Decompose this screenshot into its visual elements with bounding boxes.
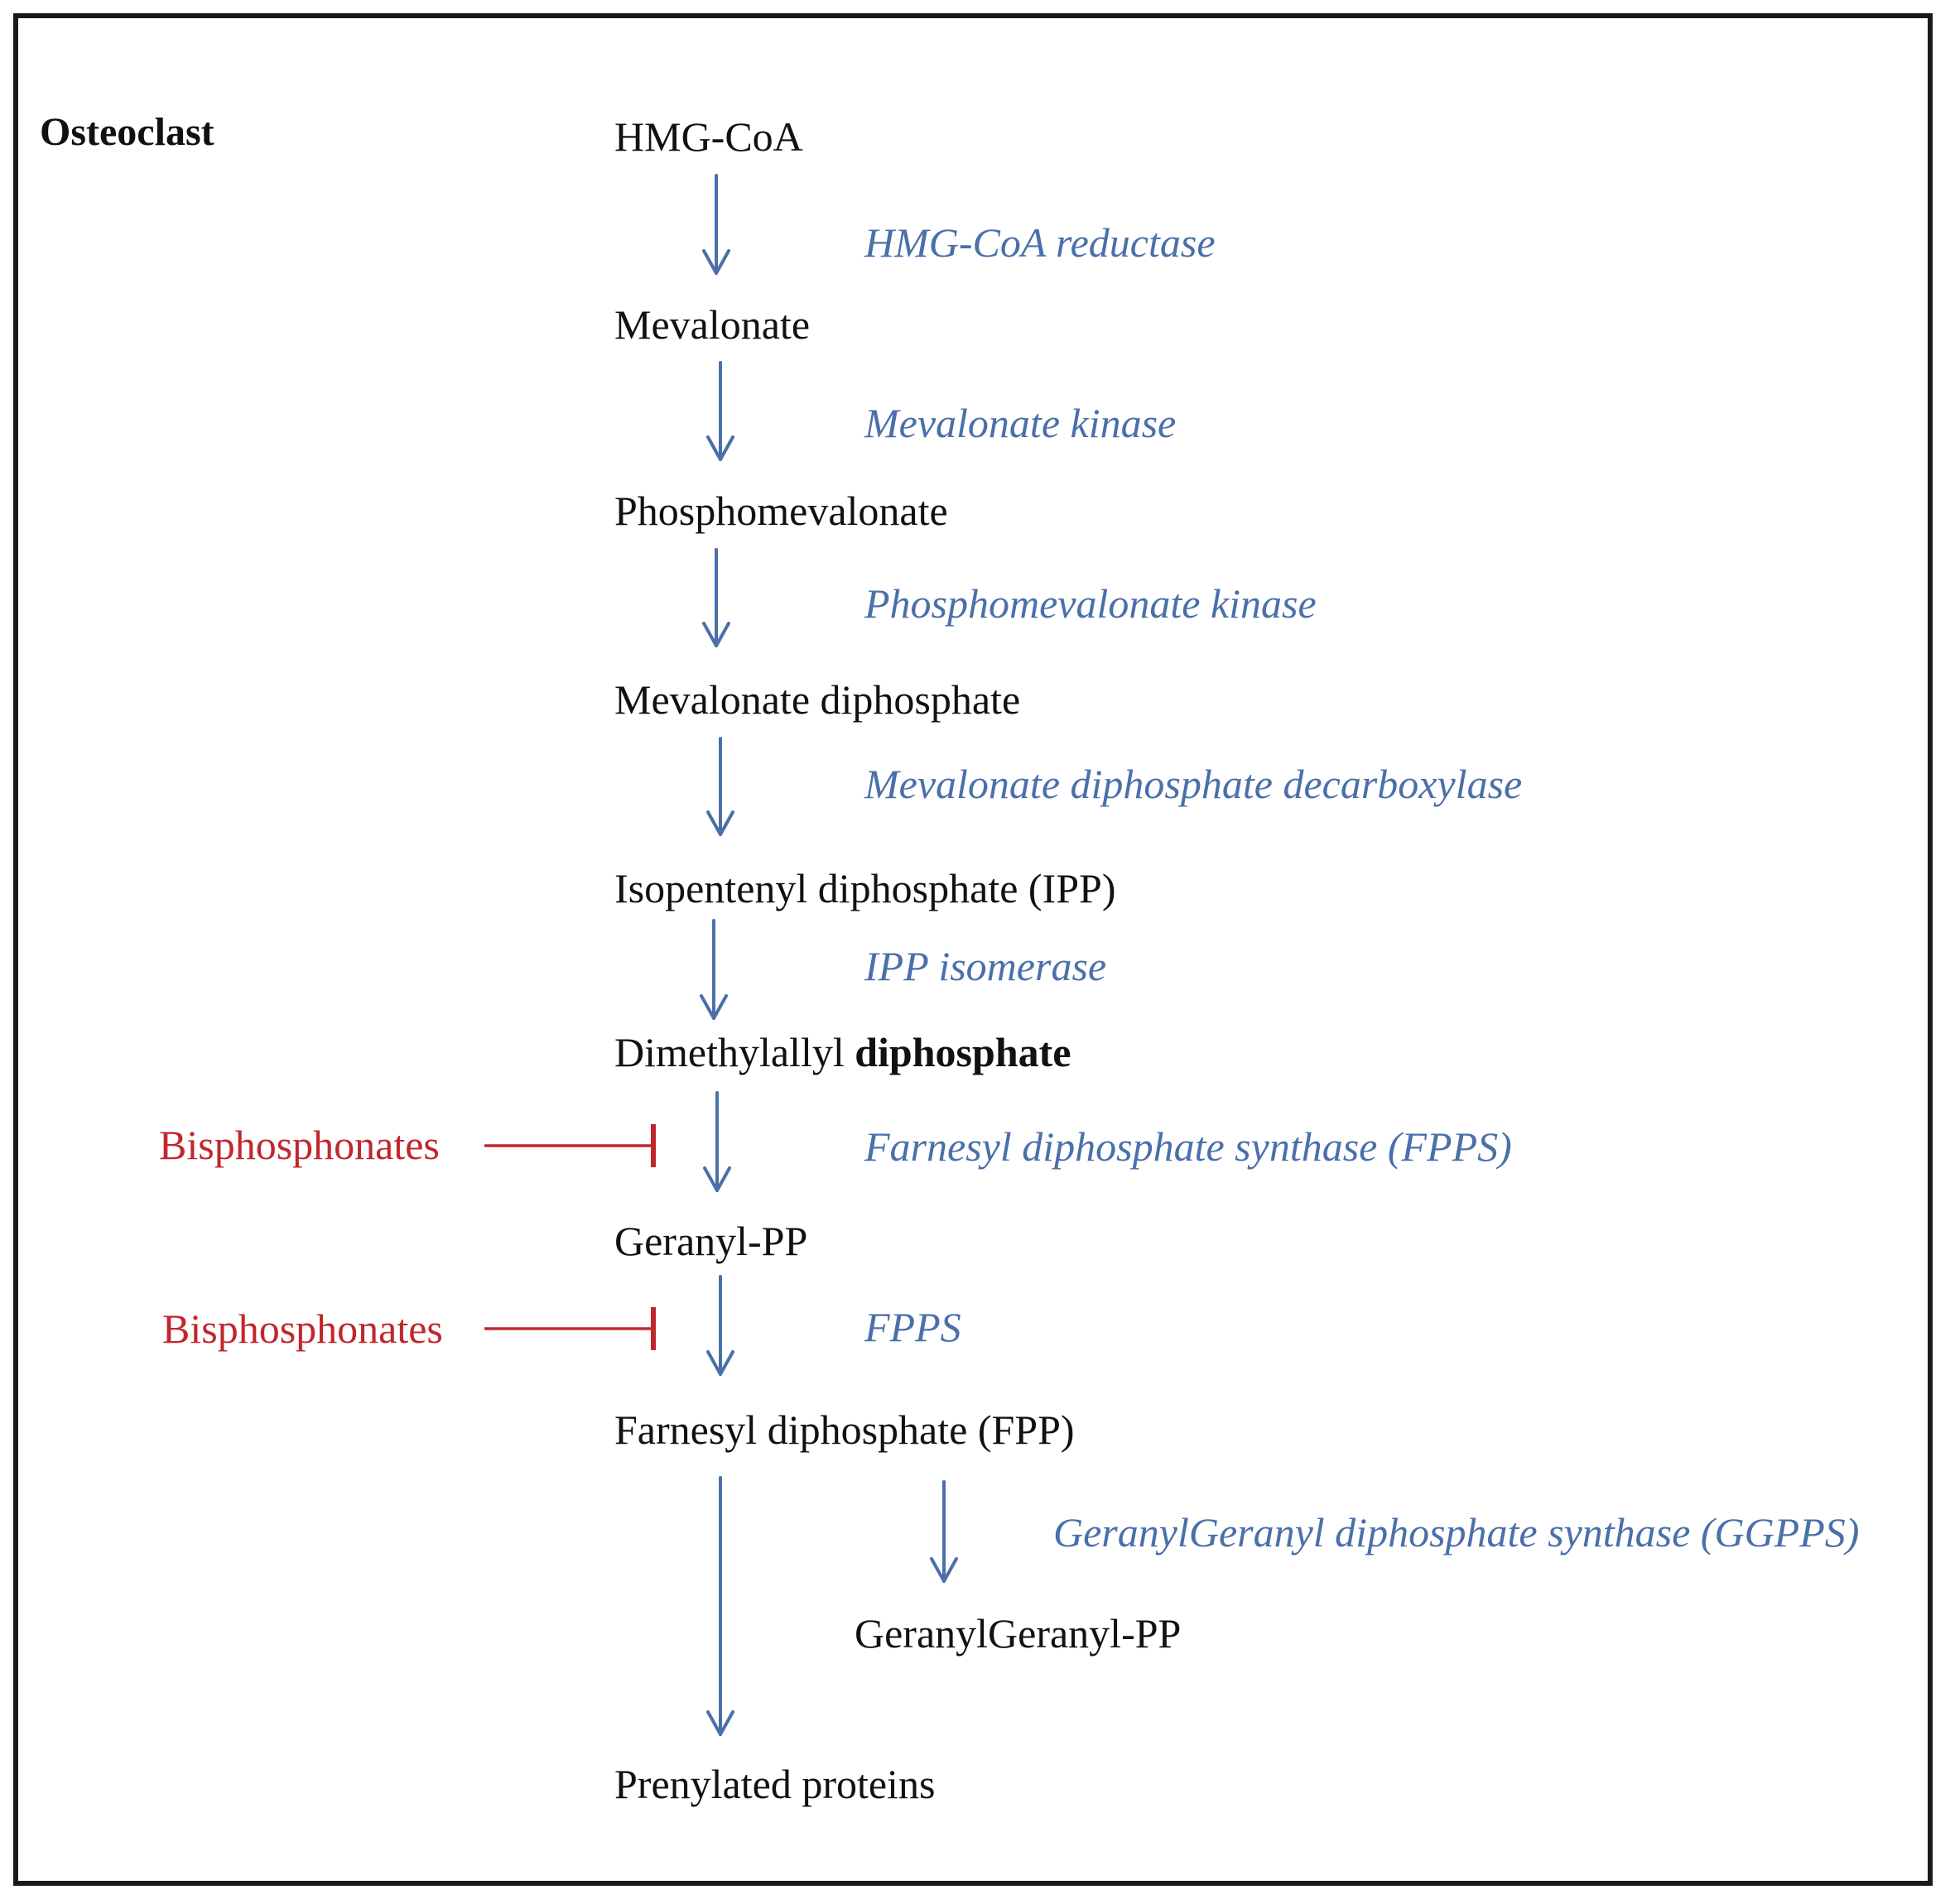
inhibitor-bisphosphonates-second: Bisphosphonates bbox=[162, 1305, 443, 1352]
enzyme-ipp-isomerase: IPP isomerase bbox=[864, 943, 1107, 989]
enzyme-hmg-coa-reductase: HMG-CoA reductase bbox=[864, 219, 1216, 266]
metabolite-mevalonate-diphosphate: Mevalonate diphosphate bbox=[614, 676, 1021, 723]
metabolite-mevalonate: Mevalonate bbox=[614, 301, 811, 348]
dmapp-prefix: Dimethylallyl bbox=[614, 1029, 845, 1075]
metabolite-farnesyl-diphosphate: Farnesyl diphosphate (FPP) bbox=[614, 1406, 1075, 1453]
enzyme-fpps: FPPS bbox=[864, 1304, 961, 1350]
enzyme-ggpps: GeranylGeranyl diphosphate synthase (GGP… bbox=[1053, 1509, 1860, 1555]
metabolite-hmg-coa: HMG-CoA bbox=[614, 113, 803, 160]
enzyme-fpps-full: Farnesyl diphosphate synthase (FPPS) bbox=[864, 1123, 1512, 1170]
metabolite-dimethylallyl-diphosphate: Dimethylallyl diphosphate bbox=[614, 1031, 1071, 1073]
metabolite-geranyl-pp: Geranyl-PP bbox=[614, 1218, 808, 1264]
metabolite-geranylgeranyl-pp: GeranylGeranyl-PP bbox=[855, 1610, 1182, 1656]
cell-type-label: Osteoclast bbox=[40, 110, 214, 154]
enzyme-mevalonate-kinase: Mevalonate kinase bbox=[864, 400, 1177, 446]
metabolite-ipp: Isopentenyl diphosphate (IPP) bbox=[614, 865, 1116, 911]
diagram-frame bbox=[13, 13, 1933, 1886]
enzyme-mevalonate-diphosphate-decarboxylase: Mevalonate diphosphate decarboxylase bbox=[864, 761, 1523, 807]
dmapp-bold-suffix: diphosphate bbox=[855, 1029, 1071, 1075]
metabolite-prenylated-proteins: Prenylated proteins bbox=[614, 1761, 936, 1807]
enzyme-phosphomevalonate-kinase: Phosphomevalonate kinase bbox=[864, 580, 1317, 627]
inhibitor-bisphosphonates-first: Bisphosphonates bbox=[159, 1122, 440, 1168]
metabolite-phosphomevalonate: Phosphomevalonate bbox=[614, 488, 948, 534]
